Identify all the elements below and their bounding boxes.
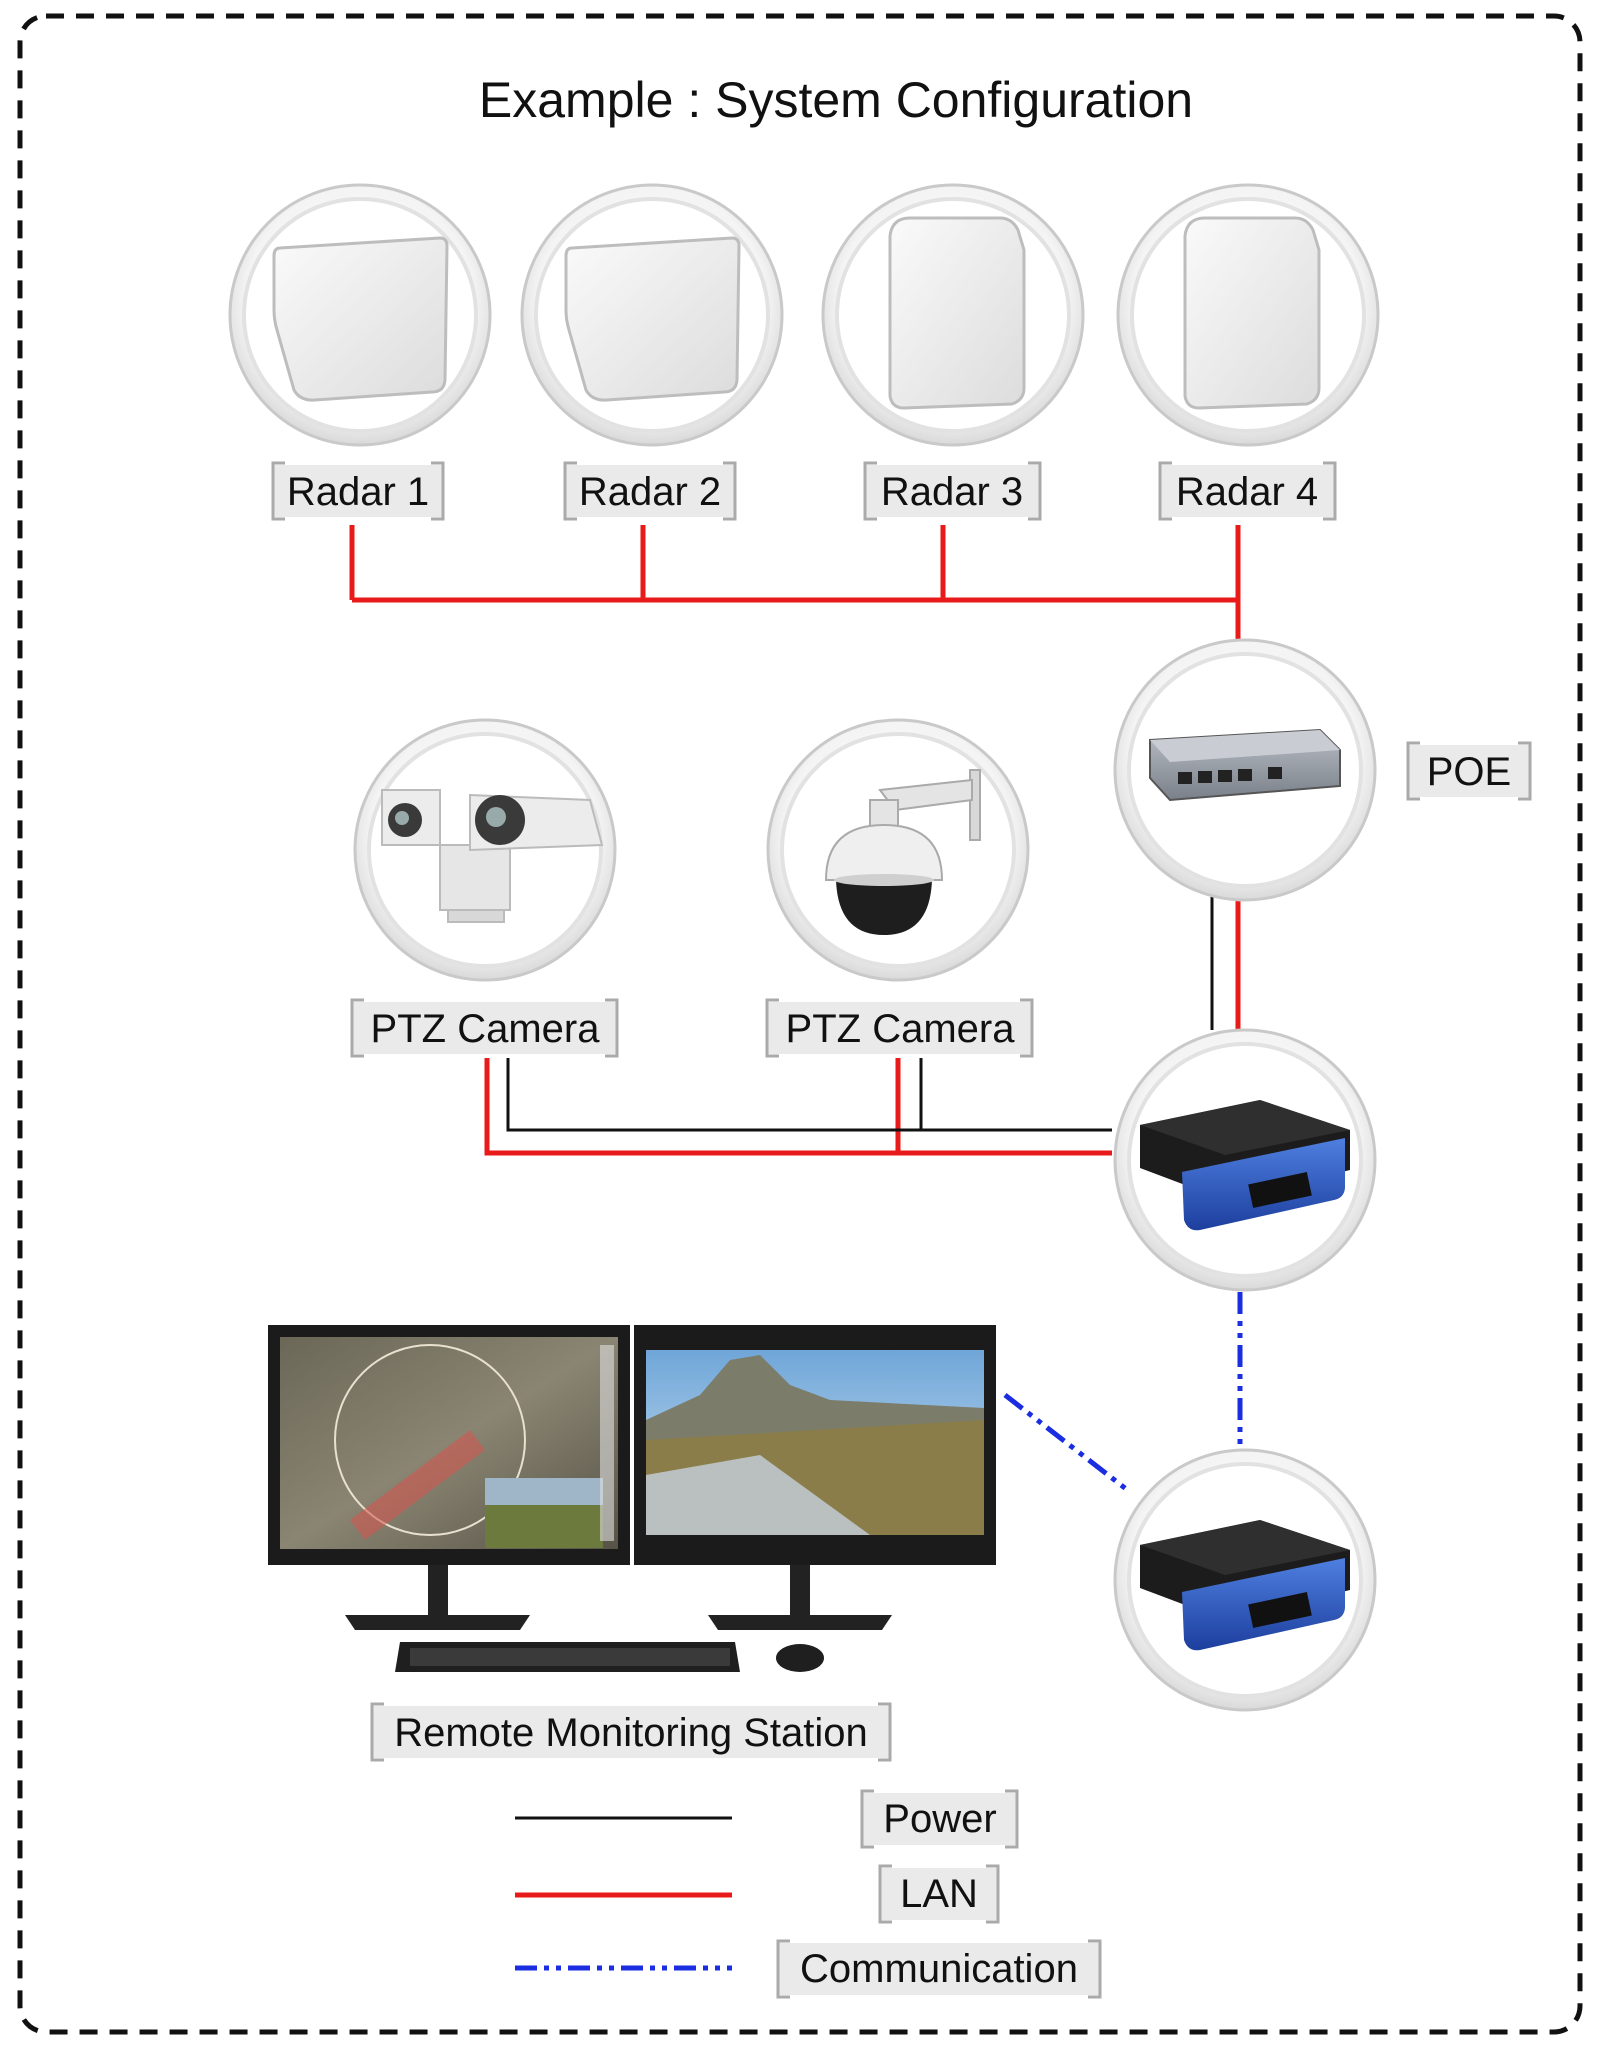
radar-3-node: Radar 3 (821, 183, 1085, 521)
radar-4-node: Radar 4 (1116, 183, 1380, 521)
poe-label-tag: POE (1406, 741, 1532, 801)
router-icon (1113, 1028, 1377, 1292)
radar-1-label: Radar 1 (287, 470, 429, 514)
radar-2-label-tag: Radar 2 (563, 461, 737, 521)
ptz-camera-2-node: PTZ Camera (765, 718, 1034, 1058)
ptz-camera-1-node: PTZ Camera (350, 718, 619, 1058)
router-icon (1113, 1448, 1377, 1712)
radar-4-label-tag: Radar 4 (1158, 461, 1337, 521)
poe-label: POE (1427, 750, 1511, 794)
radar-panel-icon (821, 183, 1085, 447)
router-1-node (1113, 1028, 1377, 1292)
thermal-ptz-camera-icon (353, 718, 617, 982)
radar-3-label: Radar 3 (881, 470, 1023, 514)
radar-2-label: Radar 2 (579, 470, 721, 514)
remote-station-label-tag: Remote Monitoring Station (370, 1702, 892, 1762)
ptz-camera-1-label-tag: PTZ Camera (350, 998, 619, 1058)
radar-4-label: Radar 4 (1176, 470, 1318, 514)
ptz-camera-2-label: PTZ Camera (786, 1007, 1016, 1051)
radar-3-label-tag: Radar 3 (863, 461, 1042, 521)
poe-switch-icon (1113, 638, 1377, 902)
poe-node: POE (1113, 638, 1532, 902)
legend-item-power: Power (515, 1789, 1019, 1849)
radar-1-label-tag: Radar 1 (271, 461, 445, 521)
radar-2-node: Radar 2 (520, 183, 784, 521)
radar-panel-icon (520, 183, 784, 447)
power-lines (506, 882, 1214, 1132)
remote-monitoring-station-node: Remote Monitoring Station (268, 1325, 996, 1762)
legend-lan-label: LAN (900, 1872, 978, 1916)
radar-1-node: Radar 1 (228, 183, 492, 521)
legend-power-label: Power (883, 1797, 996, 1841)
radar-panel-icon (1116, 183, 1380, 447)
remote-station-label: Remote Monitoring Station (394, 1711, 868, 1755)
dual-monitor-workstation-icon (268, 1325, 996, 1672)
dome-ptz-camera-icon (766, 718, 1030, 982)
diagram-border (17, 13, 1583, 2035)
diagram-title: Example : System Configuration (479, 72, 1193, 128)
legend-item-communication: Communication (515, 1939, 1102, 1999)
lan-lines (349, 525, 1241, 1156)
router-2-node (1113, 1448, 1377, 1712)
legend-item-lan: LAN (515, 1864, 1000, 1924)
legend-communication-label: Communication (800, 1947, 1078, 1991)
ptz-camera-2-label-tag: PTZ Camera (765, 998, 1034, 1058)
radar-panel-icon (228, 183, 492, 447)
ptz-camera-1-label: PTZ Camera (371, 1007, 601, 1051)
legend: Power LAN Communication (515, 1789, 1102, 1999)
